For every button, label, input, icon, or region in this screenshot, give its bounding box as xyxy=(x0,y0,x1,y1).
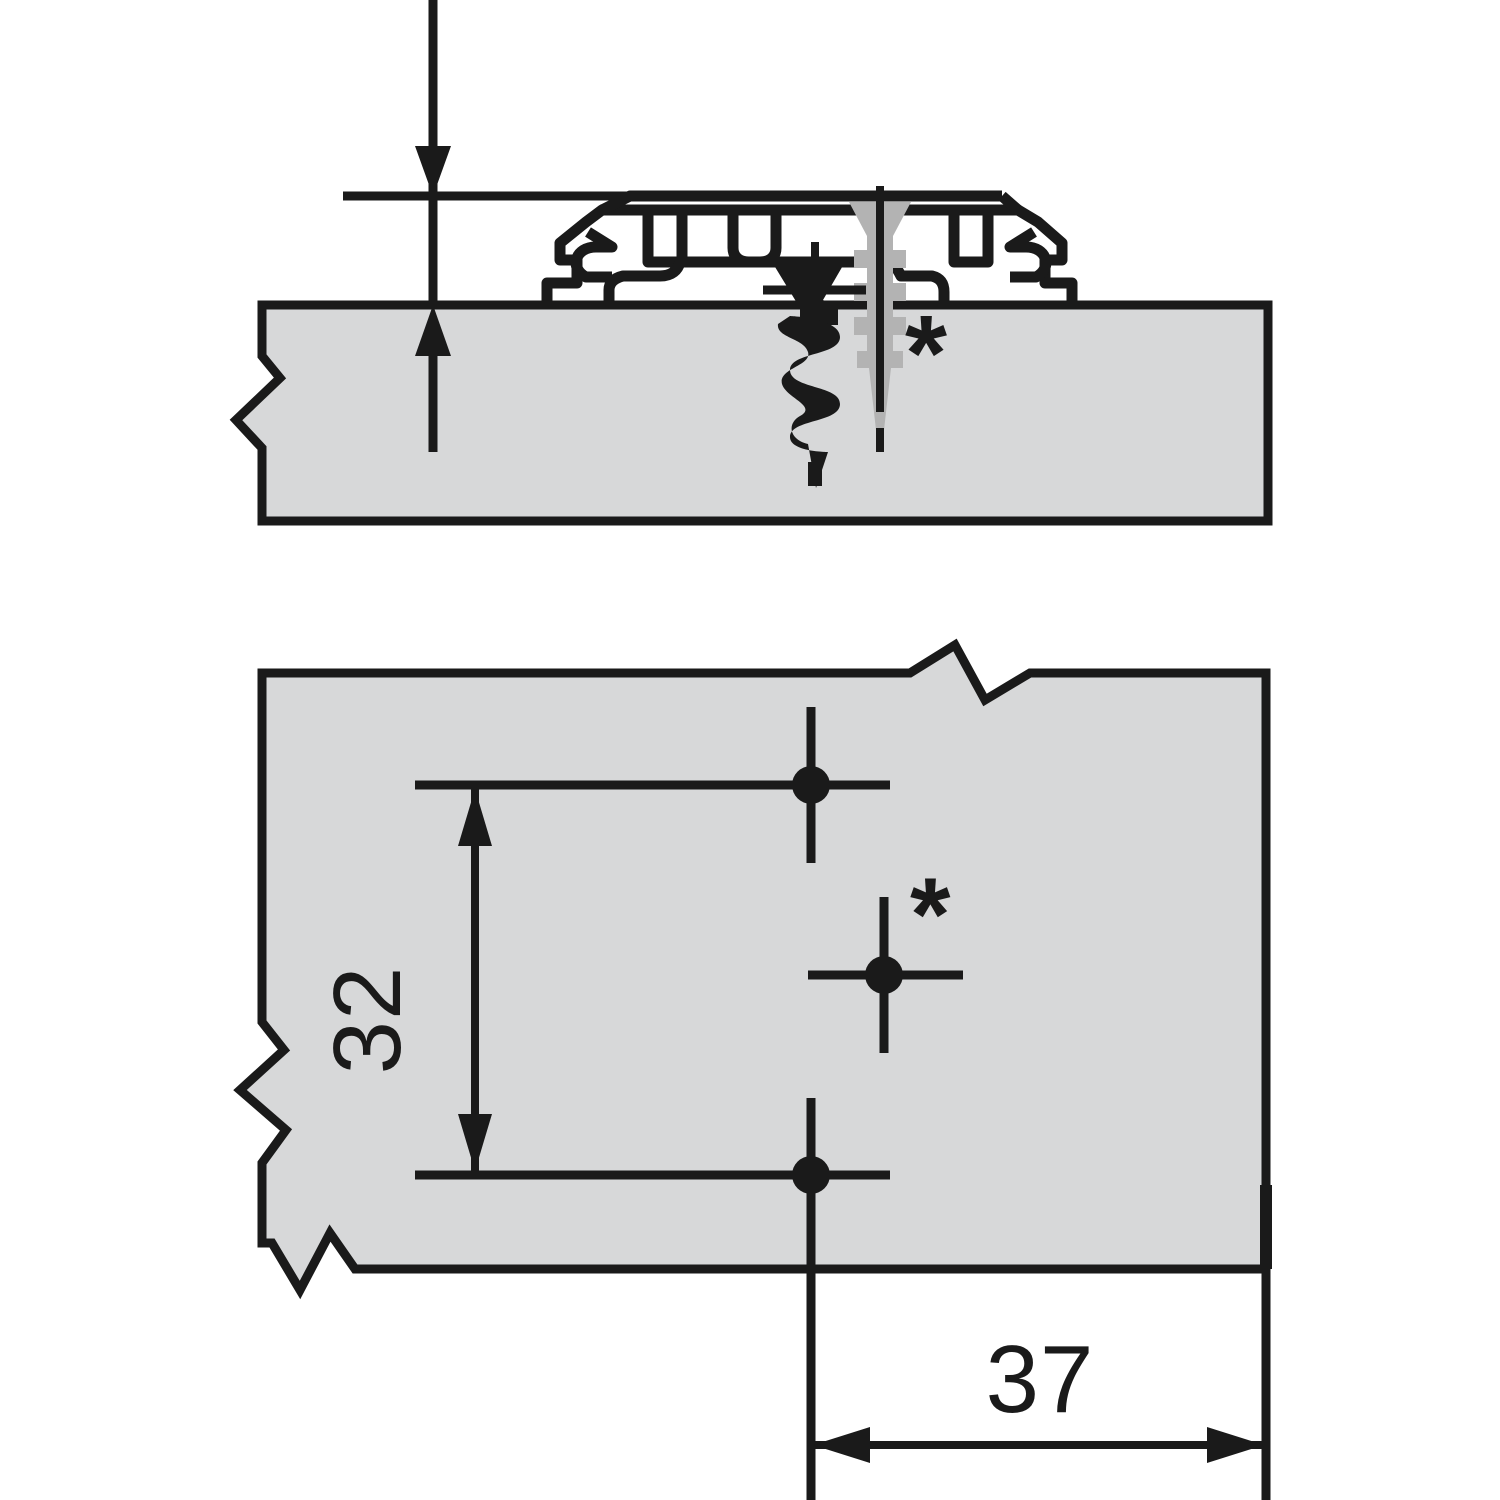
section-view: * xyxy=(229,0,1273,526)
dim-37-label: 37 xyxy=(986,1326,1095,1433)
dim-37-arrow-left xyxy=(813,1427,870,1463)
dim-32-arrow-bottom xyxy=(458,1114,492,1171)
dim-37: 37 xyxy=(813,1269,1271,1500)
asterisk-plan: * xyxy=(910,857,951,973)
dim-32: 32 xyxy=(314,780,811,1180)
plan-view: * 32 37 xyxy=(233,638,1272,1500)
dim-thickness xyxy=(343,0,700,452)
dim-thickness-arrow-upper xyxy=(415,146,451,196)
panel-plan-outline xyxy=(233,638,1271,1300)
dim-thickness-arrow-lower xyxy=(415,305,451,356)
dim-32-label: 32 xyxy=(314,966,421,1075)
panel-section-outline xyxy=(229,300,1273,526)
dim-37-arrow-right xyxy=(1207,1427,1264,1463)
asterisk-section: * xyxy=(905,292,947,413)
dim-32-arrow-top xyxy=(458,789,492,846)
panel-plan xyxy=(233,638,1272,1300)
hole-middle-alt-dot xyxy=(865,956,903,994)
panel-section xyxy=(229,300,1273,526)
